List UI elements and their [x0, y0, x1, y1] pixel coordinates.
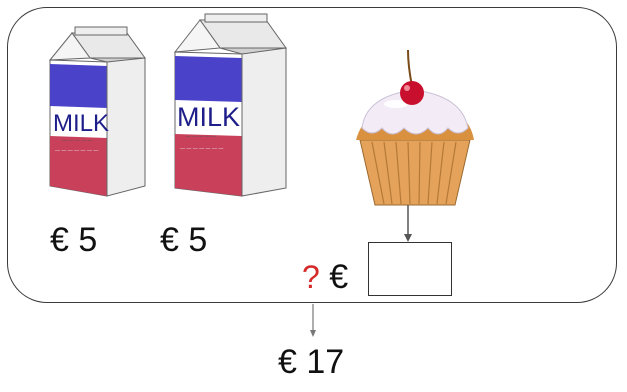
question-mark: ?	[302, 259, 320, 295]
arrow-down-icon	[310, 304, 316, 337]
cupcake-price-answer-box[interactable]	[368, 242, 452, 296]
milk-price-1: € 5	[50, 221, 98, 259]
currency-symbol: €	[329, 258, 349, 296]
cupcake-price-unknown: ? €	[302, 260, 348, 294]
milk-price-2: € 5	[160, 221, 208, 259]
total-price: € 17	[278, 343, 345, 381]
